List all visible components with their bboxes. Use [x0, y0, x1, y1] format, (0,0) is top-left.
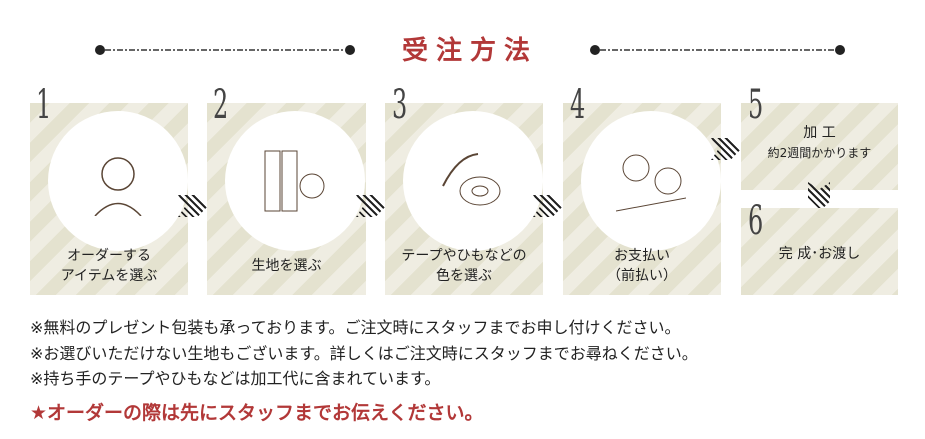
- step-6-panel: 完 成･お渡し: [741, 208, 898, 295]
- payment-illustration-icon: [616, 154, 686, 212]
- step-number: 5: [748, 82, 764, 128]
- arrow-right-icon: [533, 195, 563, 217]
- arrow-right-icon: [711, 138, 741, 160]
- note-fabric-availability: ※お選びいただけない生地もございます。詳しくはご注文時にスタッフまでお尋ねくださ…: [30, 344, 698, 363]
- step-number: 6: [748, 198, 764, 244]
- step-label: 完 成･お渡し: [778, 246, 861, 262]
- right-ornament: [590, 45, 845, 55]
- step-label: オーダーするアイテムを選ぶ: [60, 248, 158, 284]
- step-number: 2: [213, 82, 229, 128]
- page-title: 受注方法: [401, 36, 538, 66]
- tape-roll-illustration-icon: [442, 153, 501, 206]
- step-label: 生地を選ぶ: [251, 258, 322, 274]
- step-4-panel: お支払い（前払い）: [563, 103, 721, 295]
- step-3-panel: テープやひもなどの色を選ぶ: [385, 103, 543, 295]
- arrow-down-icon: [808, 182, 830, 212]
- step-1-panel: オーダーするアイテムを選ぶ: [30, 103, 188, 295]
- illustration-circle: [225, 111, 365, 251]
- note-handle-cost: ※持ち手のテープやひもなどは加工代に含まれています。: [30, 369, 441, 388]
- illustration-circle: [403, 111, 543, 251]
- step-label: お支払い（前払い）: [607, 248, 677, 284]
- step-number: 4: [570, 82, 586, 128]
- order-warning: ★オーダーの際は先にスタッフまでお伝えください。: [30, 402, 484, 424]
- step-label: 加 工約2週間かかります: [767, 125, 872, 160]
- customer-illustration-icon: [94, 157, 142, 216]
- fabric-illustration-icon: [264, 150, 325, 212]
- illustration-circle: [581, 111, 721, 251]
- arrow-right-icon: [178, 195, 208, 217]
- step-label: テープやひもなどの色を選ぶ: [401, 248, 527, 284]
- illustration-circle: [48, 111, 188, 251]
- step-number: 3: [392, 82, 408, 128]
- step-2-panel: 生地を選ぶ: [207, 103, 366, 295]
- left-ornament: [95, 45, 355, 55]
- arrow-right-icon: [356, 195, 386, 217]
- step-5-panel: 加 工約2週間かかります: [741, 103, 898, 190]
- step-number: 1: [36, 82, 52, 128]
- note-gift-wrap: ※無料のプレゼント包装も承っております。ご注文時にスタッフまでお申し付けください…: [30, 318, 681, 337]
